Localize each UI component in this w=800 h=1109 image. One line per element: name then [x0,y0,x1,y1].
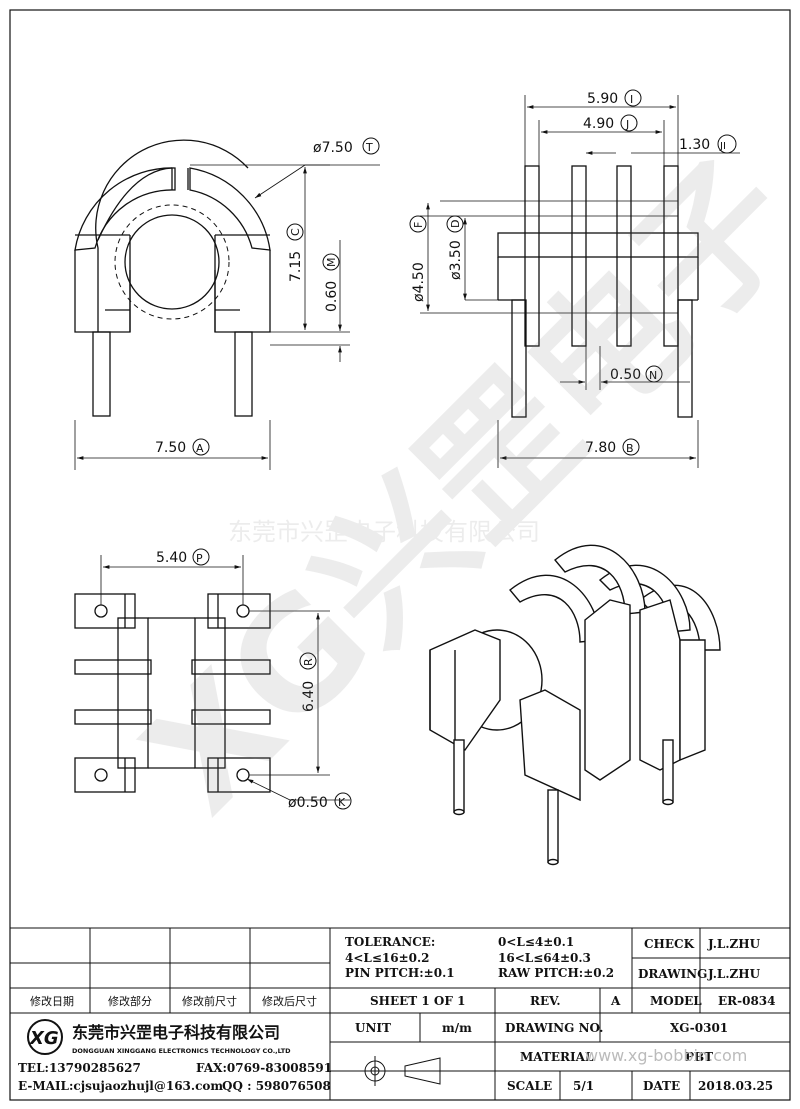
tolerance-3: 16<L≤64±0.3 [498,951,591,965]
drawing-label: DRAWING [638,967,707,981]
label-f: F [412,222,425,228]
label-r: R [302,658,315,666]
rev-header-part: 修改部分 [108,994,152,1008]
watermark-url: www.xg-bobbin.com [585,1046,747,1065]
label-k: K [338,796,346,809]
scale-value: 5/1 [573,1079,594,1093]
unit-label: UNIT [355,1021,391,1035]
side-view [420,95,740,468]
dim-dia-450: ø4.50 [411,262,427,302]
drawing-value: J.L.ZHU [707,967,761,981]
front-view-labels: ø7.50 T 7.15 C 0.60 M 7.50 A [155,137,380,456]
dim-050-n: 0.50 [610,367,641,383]
dim-dia-750: ø7.50 [313,140,353,156]
label-t: T [365,141,373,154]
dim-060: 0.60 [324,281,340,312]
dim-130: 1.30 [679,137,710,153]
label-b: B [626,442,634,455]
title-block-text: 修改日期 修改部分 修改前尺寸 修改后尺寸 TOLERANCE: 4<L≤16±… [18,935,776,1093]
check-label: CHECK [644,937,695,951]
side-view-labels: 5.90 I 4.90 J 1.30 JI ø4.50 F ø3.50 D 0.… [409,89,737,456]
dim-640: 6.40 [301,681,317,712]
model-value: ER-0834 [718,994,776,1008]
rev-header-before: 修改前尺寸 [182,994,237,1008]
bottom-view-labels: 5.40 P 6.40 R ø0.50 K [156,548,352,811]
title-block [9,927,791,1101]
date-label: DATE [643,1079,680,1093]
model-label: MODEL [650,994,702,1008]
label-p: P [196,552,203,565]
dim-715: 7.15 [288,251,304,282]
label-n: N [649,369,657,382]
label-m: M [325,258,338,268]
label-j: J [625,118,629,131]
company-name-cn: 东莞市兴罡电子科技有限公司 [72,1023,280,1042]
dim-780: 7.80 [585,440,616,456]
label-i: I [630,93,633,106]
company-logo: XG [27,1019,63,1055]
rev-header-after: 修改后尺寸 [262,994,317,1008]
dim-dia-050: ø0.50 [288,795,328,811]
tolerance-label: TOLERANCE: [345,935,435,949]
dim-490: 4.90 [583,116,614,132]
dim-590: 5.90 [587,91,618,107]
sheet-count: SHEET 1 OF 1 [370,994,465,1008]
label-c: C [289,228,302,236]
tolerance-2: 4<L≤16±0.2 [345,951,430,965]
company-tel: TEL:13790285627 [18,1061,141,1075]
check-value: J.L.ZHU [707,937,761,951]
date-value: 2018.03.25 [698,1079,773,1093]
material-value: PBT [685,1050,713,1064]
rev-header-date: 修改日期 [30,994,74,1008]
dim-750-a: 7.50 [155,440,186,456]
scale-label: SCALE [507,1079,552,1093]
material-label: MATERIAL [520,1050,594,1064]
company-name-en: DONGGUAN XINGGANG ELECTRONICS TECHNOLOGY… [72,1047,291,1055]
front-view [74,139,380,470]
company-qq: QQ : 598076508 [222,1079,331,1093]
company-fax: FAX:0769-83008591 [196,1061,332,1075]
logo-text: XG [29,1028,59,1049]
bottom-view [74,555,350,801]
drawing-no-value: XG-0301 [670,1021,728,1035]
raw-pitch: RAW PITCH:±0.2 [498,966,614,980]
isometric-view [429,544,721,866]
company-email: E-MAIL:cjsujaozhujl@163.com [18,1079,223,1093]
rev-value: A [610,994,621,1008]
label-ji: JI [719,141,726,152]
dim-540: 5.40 [156,550,187,566]
dim-dia-350: ø3.50 [448,240,464,280]
pin-pitch: PIN PITCH:±0.1 [345,966,455,980]
watermark-company: 东莞市兴罡电子科技有限公司 [228,518,540,546]
drawing-no-label: DRAWING NO. [505,1021,603,1035]
tolerance-1: 0<L≤4±0.1 [498,935,574,949]
label-a: A [196,442,204,455]
label-d: D [449,220,462,228]
unit-value: m/m [442,1021,472,1035]
rev-label: REV. [530,994,561,1008]
